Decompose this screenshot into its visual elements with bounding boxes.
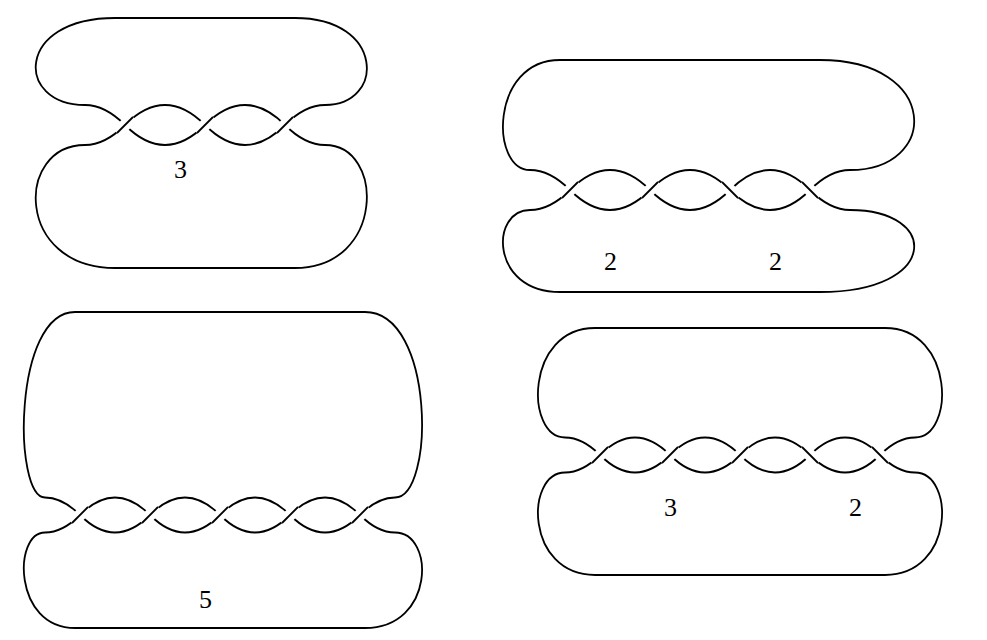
knot-strand	[565, 438, 915, 473]
knot-loop	[24, 312, 422, 498]
crossing-gap	[277, 117, 293, 133]
knot-strand	[565, 438, 915, 473]
crossing-gap	[662, 447, 678, 463]
crossing-gap	[802, 182, 818, 198]
knot-loop	[503, 210, 914, 292]
crossing-over	[277, 117, 293, 133]
crossing-over	[282, 507, 298, 523]
crossing-gap	[352, 507, 368, 523]
crossing-over	[592, 447, 608, 463]
knot-strand	[45, 498, 395, 533]
knot-loop	[538, 473, 942, 576]
crossing-count: 2	[849, 495, 862, 521]
crossing-over	[802, 182, 818, 198]
crossing-over	[117, 117, 133, 133]
crossing-gap	[732, 447, 748, 463]
knot-strand	[530, 170, 850, 210]
crossing-over	[802, 447, 818, 463]
crossing-over	[722, 182, 738, 198]
crossing-over	[642, 182, 658, 198]
crossing-gap	[142, 507, 158, 523]
crossing-gap	[117, 117, 133, 133]
knot-loop	[24, 533, 422, 629]
crossing-over	[352, 507, 368, 523]
crossing-over	[142, 507, 158, 523]
knot-strand	[85, 105, 325, 145]
crossing-count: 2	[769, 249, 782, 275]
knot-loop	[538, 328, 942, 438]
crossing-over	[72, 507, 88, 523]
crossing-over	[562, 182, 578, 198]
crossing-over	[662, 447, 678, 463]
crossing-over	[212, 507, 228, 523]
crossing-gap	[282, 507, 298, 523]
crossing-gap	[872, 447, 888, 463]
crossing-gap	[802, 447, 818, 463]
crossing-over	[872, 447, 888, 463]
crossing-gap	[722, 182, 738, 198]
crossing-gap	[72, 507, 88, 523]
crossing-count: 2	[604, 249, 617, 275]
crossing-gap	[592, 447, 608, 463]
knot-loop	[36, 18, 367, 105]
crossing-gap	[562, 182, 578, 198]
crossing-count: 3	[174, 157, 187, 183]
knot-strand	[45, 498, 395, 533]
crossing-count: 3	[664, 495, 677, 521]
crossing-gap	[197, 117, 213, 133]
knot-loop	[36, 145, 367, 268]
crossing-over	[732, 447, 748, 463]
crossing-count: 5	[199, 587, 212, 613]
knot-loop	[503, 60, 914, 170]
crossing-gap	[212, 507, 228, 523]
knot-strand	[85, 105, 325, 145]
crossing-over	[197, 117, 213, 133]
knot-strand	[530, 170, 850, 210]
crossing-gap	[642, 182, 658, 198]
